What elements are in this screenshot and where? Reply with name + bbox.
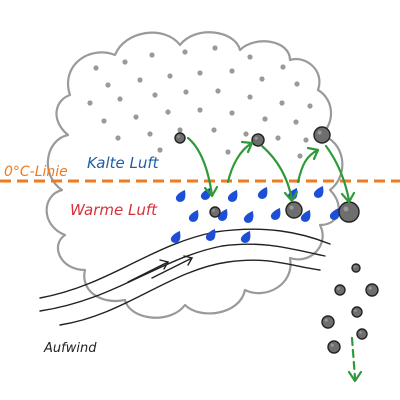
raindrop-icon <box>240 231 251 243</box>
cloud-dot <box>215 88 221 94</box>
hailstone-icon <box>327 340 341 354</box>
cloud-dot <box>122 59 128 65</box>
hailstone-icon <box>356 328 368 340</box>
cloud-dot <box>293 119 299 125</box>
raindrops <box>170 186 340 243</box>
cloud-dot <box>247 54 253 60</box>
raindrop-icon <box>227 190 238 202</box>
raindrop-icon <box>243 211 254 223</box>
cloud-dot <box>212 45 218 51</box>
raindrop-icon <box>188 210 199 222</box>
cloud-texture-dots <box>87 45 313 159</box>
hail-path-arrows <box>186 136 363 383</box>
arrow-icon <box>350 336 357 380</box>
cloud-dot <box>152 92 158 98</box>
updraft-arrow-icon <box>127 261 169 283</box>
cloud-dot <box>182 49 188 55</box>
hailstone-icon <box>365 283 379 297</box>
updraft-arrow-icon <box>151 257 193 279</box>
hailstone-icon <box>313 126 331 144</box>
cloud-dot <box>225 149 231 155</box>
hailstone-icon <box>351 306 363 318</box>
cloud-dot <box>183 89 189 95</box>
cloud-dot <box>133 114 139 120</box>
arrow-icon <box>186 136 214 197</box>
raindrop-icon <box>205 229 216 241</box>
zero-degree-label: 0°C-Linie <box>4 164 68 180</box>
arrow-icon <box>226 141 254 184</box>
arrow-icon <box>260 144 294 202</box>
updraft-arrows <box>127 255 194 283</box>
cloud-dot <box>137 77 143 83</box>
cloud-dot <box>297 153 303 159</box>
raindrop-icon <box>170 231 181 243</box>
hailstone-icon <box>209 206 221 218</box>
cloud-dot <box>279 100 285 106</box>
hailstone-icon <box>321 315 335 329</box>
cloud-dot <box>197 70 203 76</box>
arrow-icon <box>296 148 320 184</box>
hailstone-icon <box>334 284 346 296</box>
raindrop-icon <box>270 208 281 220</box>
cloud-dot <box>165 109 171 115</box>
cloud-dot <box>247 94 253 100</box>
hailstone-icon <box>351 263 361 273</box>
cloud-dot <box>115 135 121 141</box>
warm-air-label: Warme Luft <box>70 201 158 219</box>
hailstone-icon <box>338 201 360 223</box>
updraft-label: Aufwind <box>43 341 97 356</box>
cloud-dot <box>262 116 268 122</box>
arrow-icon <box>324 144 351 202</box>
cloud-dot <box>280 64 286 70</box>
cloud-dot <box>105 82 111 88</box>
raindrop-icon <box>217 209 228 221</box>
cloud-dot <box>211 127 217 133</box>
cloud-dot <box>101 118 107 124</box>
cloud-dot <box>147 131 153 137</box>
cloud-dot <box>197 107 203 113</box>
cloud-dot <box>167 73 173 79</box>
hailstone-icon <box>251 133 265 147</box>
hailstone-icon <box>285 201 303 219</box>
cloud-outline <box>45 31 344 319</box>
cloud-dot <box>177 127 183 133</box>
cloud-dot <box>117 96 123 102</box>
cloud-dot <box>259 76 265 82</box>
cloud-dot <box>275 135 281 141</box>
cloud-dot <box>243 131 249 137</box>
cloud-dot <box>303 137 309 143</box>
cloud-dot <box>157 147 163 153</box>
raindrop-icon <box>329 208 340 220</box>
cloud-dot <box>229 68 235 74</box>
cloud-dot <box>93 65 99 71</box>
hailstones <box>174 126 379 354</box>
cloud-dot <box>229 110 235 116</box>
raindrop-icon <box>313 186 324 198</box>
hailstone-icon <box>174 132 186 144</box>
cloud-dot <box>294 81 300 87</box>
cloud-dot <box>87 100 93 106</box>
cloud-dot <box>307 103 313 109</box>
cloud-dot <box>149 52 155 58</box>
raindrop-icon <box>257 187 268 199</box>
raindrop-icon <box>175 190 186 202</box>
raindrop-icon <box>300 210 311 222</box>
cold-air-label: Kalte Luft <box>87 154 160 172</box>
